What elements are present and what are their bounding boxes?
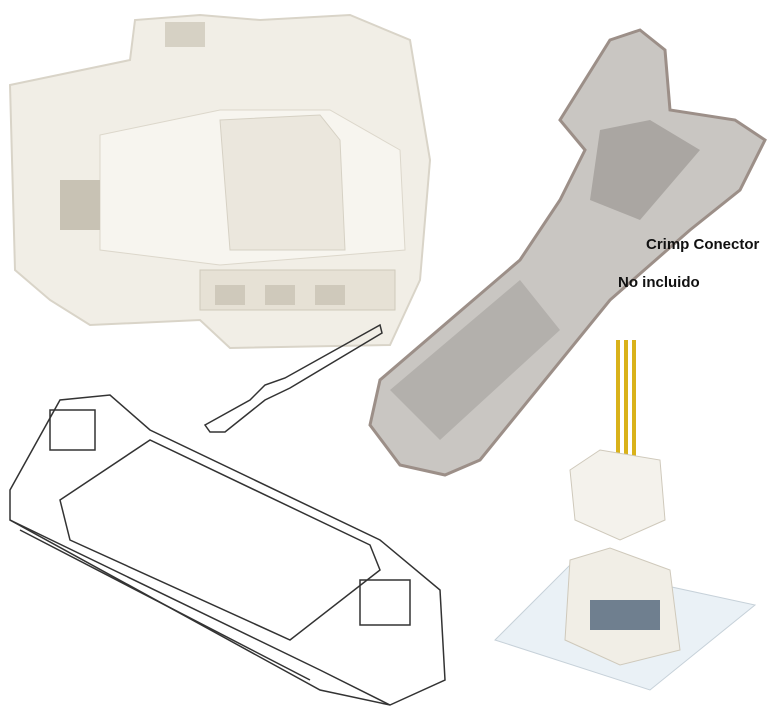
connector-line-drawing: [9, 323, 446, 706]
connector-housing-photo: [8, 13, 432, 350]
wired-connector-photo: [494, 340, 757, 691]
crimp-connector-label: Crimp Conector: [646, 236, 760, 253]
crimp-terminal-photo: [368, 28, 767, 477]
not-included-label: No incluido: [618, 274, 700, 291]
